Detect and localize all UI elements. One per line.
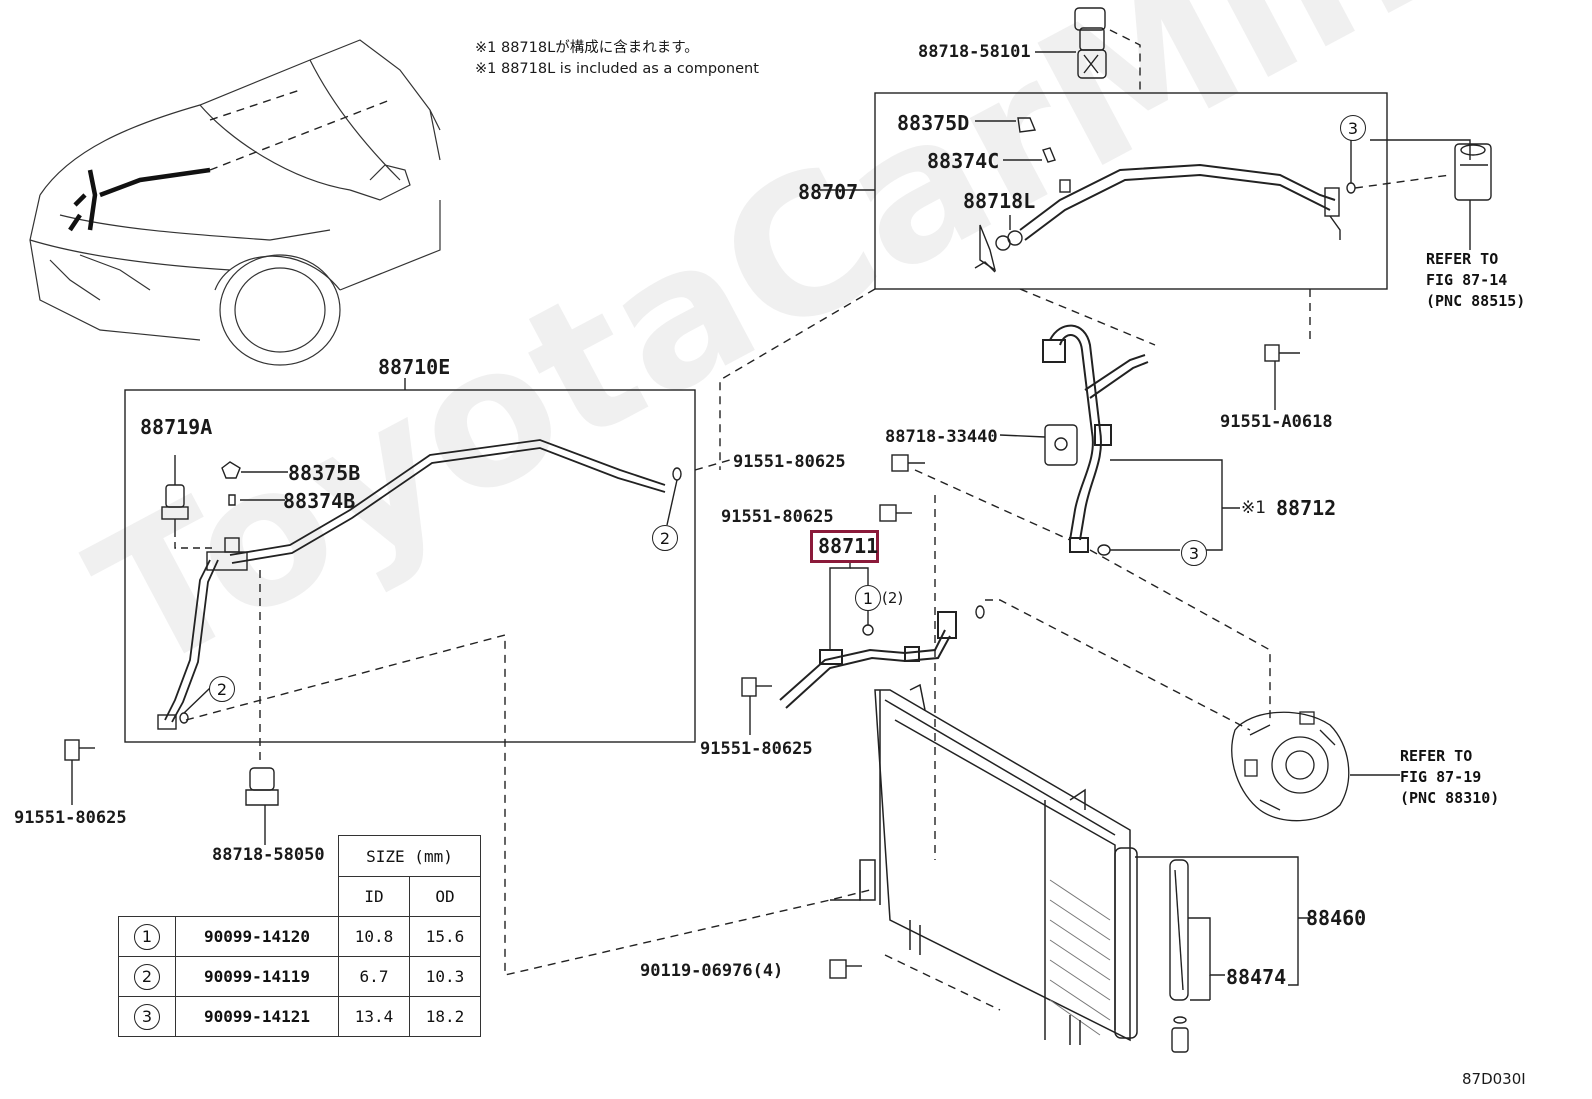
ref-top-line3: (PNC 88515) bbox=[1426, 292, 1526, 310]
table-row: 1 90099-14120 10.8 15.6 bbox=[118, 916, 481, 957]
part-88707[interactable]: 88707 bbox=[798, 180, 859, 204]
size-header: SIZE (mm) bbox=[338, 835, 481, 877]
row-no: 3 bbox=[134, 1003, 160, 1030]
hose-88711 bbox=[779, 611, 957, 709]
row-part[interactable]: 90099-14121 bbox=[175, 996, 339, 1037]
part-91551-80625-c[interactable]: 91551-80625 bbox=[700, 739, 813, 759]
figure-code: 87D030I bbox=[1462, 1070, 1526, 1088]
callout-1: 1 bbox=[855, 585, 881, 611]
pressure-switch-88719A bbox=[161, 484, 189, 530]
bracket-88718-33440 bbox=[1044, 424, 1078, 466]
part-88719A[interactable]: 88719A bbox=[140, 415, 213, 439]
table-row: 2 90099-14119 6.7 10.3 bbox=[118, 956, 481, 997]
callout-2-right: 2 bbox=[652, 525, 678, 551]
row-no: 1 bbox=[134, 923, 160, 950]
valve-88718-58101 bbox=[1074, 7, 1107, 79]
ref-right-line1: REFER TO bbox=[1400, 747, 1473, 765]
row-part[interactable]: 90099-14119 bbox=[175, 956, 339, 997]
compressor-ref bbox=[1231, 711, 1350, 822]
part-91551-A0618[interactable]: 91551-A0618 bbox=[1220, 412, 1333, 432]
expansion-valve bbox=[1454, 143, 1492, 201]
row-id: 10.8 bbox=[338, 916, 410, 957]
o-ring-quantity: (2) bbox=[882, 589, 904, 607]
box-88707 bbox=[874, 92, 1388, 290]
row-od: 10.3 bbox=[409, 956, 481, 997]
size-col-id: ID bbox=[338, 876, 410, 917]
o-ring-size-table: SIZE (mm) ID OD 1 90099-14120 10.8 15.6 … bbox=[118, 835, 481, 1037]
table-row: 3 90099-14121 13.4 18.2 bbox=[118, 996, 481, 1037]
highlight-88711 bbox=[810, 530, 879, 563]
bolt-left bbox=[64, 739, 95, 761]
part-88718-58101[interactable]: 88718-58101 bbox=[918, 42, 1031, 62]
part-88710E[interactable]: 88710E bbox=[378, 355, 451, 379]
part-88474[interactable]: 88474 bbox=[1226, 965, 1287, 989]
clamp-88718-58050 bbox=[245, 767, 279, 806]
vehicle-pipe-highlight bbox=[68, 167, 211, 232]
part-88460[interactable]: 88460 bbox=[1306, 906, 1367, 930]
size-col-od: OD bbox=[409, 876, 481, 917]
part-88374C[interactable]: 88374C bbox=[927, 149, 1000, 173]
part-88374B[interactable]: 88374B bbox=[283, 489, 356, 513]
part-91551-80625-b[interactable]: 91551-80625 bbox=[721, 507, 834, 527]
part-90119-06976[interactable]: 90119-06976(4) bbox=[640, 961, 784, 981]
part-88375D[interactable]: 88375D bbox=[897, 111, 970, 135]
ref-top-line1: REFER TO bbox=[1426, 250, 1499, 268]
callout-3-top: 3 bbox=[1340, 115, 1366, 141]
part-91551-80625-a[interactable]: 91551-80625 bbox=[733, 452, 846, 472]
bolt-center-1 bbox=[891, 454, 925, 472]
reference-fig-87-14[interactable]: REFER TO FIG 87-14 (PNC 88515) bbox=[1426, 249, 1525, 312]
hose-88712 bbox=[1042, 324, 1149, 553]
ref-top-line2: FIG 87-14 bbox=[1426, 271, 1508, 289]
bolt-90119 bbox=[829, 959, 862, 979]
ref-right-line2: FIG 87-19 bbox=[1400, 768, 1482, 786]
row-od: 18.2 bbox=[409, 996, 481, 1037]
note-japanese: ※1 88718Lが構成に含まれます。 bbox=[475, 40, 699, 56]
row-no: 2 bbox=[134, 963, 160, 990]
tube-88710E bbox=[164, 439, 666, 723]
part-91551-80625-left[interactable]: 91551-80625 bbox=[14, 808, 127, 828]
note-english: ※1 88718L is included as a component bbox=[475, 61, 759, 77]
row-id: 6.7 bbox=[338, 956, 410, 997]
part-88718-33440[interactable]: 88718-33440 bbox=[885, 427, 998, 447]
bolt-91551-A0618 bbox=[1264, 344, 1300, 362]
row-od: 15.6 bbox=[409, 916, 481, 957]
callout-2-left: 2 bbox=[209, 676, 235, 702]
part-88711[interactable]: 88711 bbox=[818, 534, 879, 558]
row-part[interactable]: 90099-14120 bbox=[175, 916, 339, 957]
ref-right-line3: (PNC 88310) bbox=[1400, 789, 1500, 807]
bolt-center-2 bbox=[879, 504, 912, 522]
bolt-center-3 bbox=[741, 677, 772, 697]
box-88710E bbox=[124, 389, 696, 743]
part-88718L[interactable]: 88718L bbox=[963, 189, 1036, 213]
row-id: 13.4 bbox=[338, 996, 410, 1037]
callout-3-mid: 3 bbox=[1181, 540, 1207, 566]
part-88375B[interactable]: 88375B bbox=[288, 461, 361, 485]
vehicle-sketch bbox=[29, 39, 441, 366]
strip-88474 bbox=[1169, 859, 1189, 1001]
reference-fig-87-19[interactable]: REFER TO FIG 87-19 (PNC 88310) bbox=[1400, 746, 1499, 809]
part-88712-mark: ※1 bbox=[1241, 498, 1267, 518]
part-88712[interactable]: 88712 bbox=[1276, 496, 1337, 520]
condenser-88460 bbox=[859, 683, 1138, 1045]
